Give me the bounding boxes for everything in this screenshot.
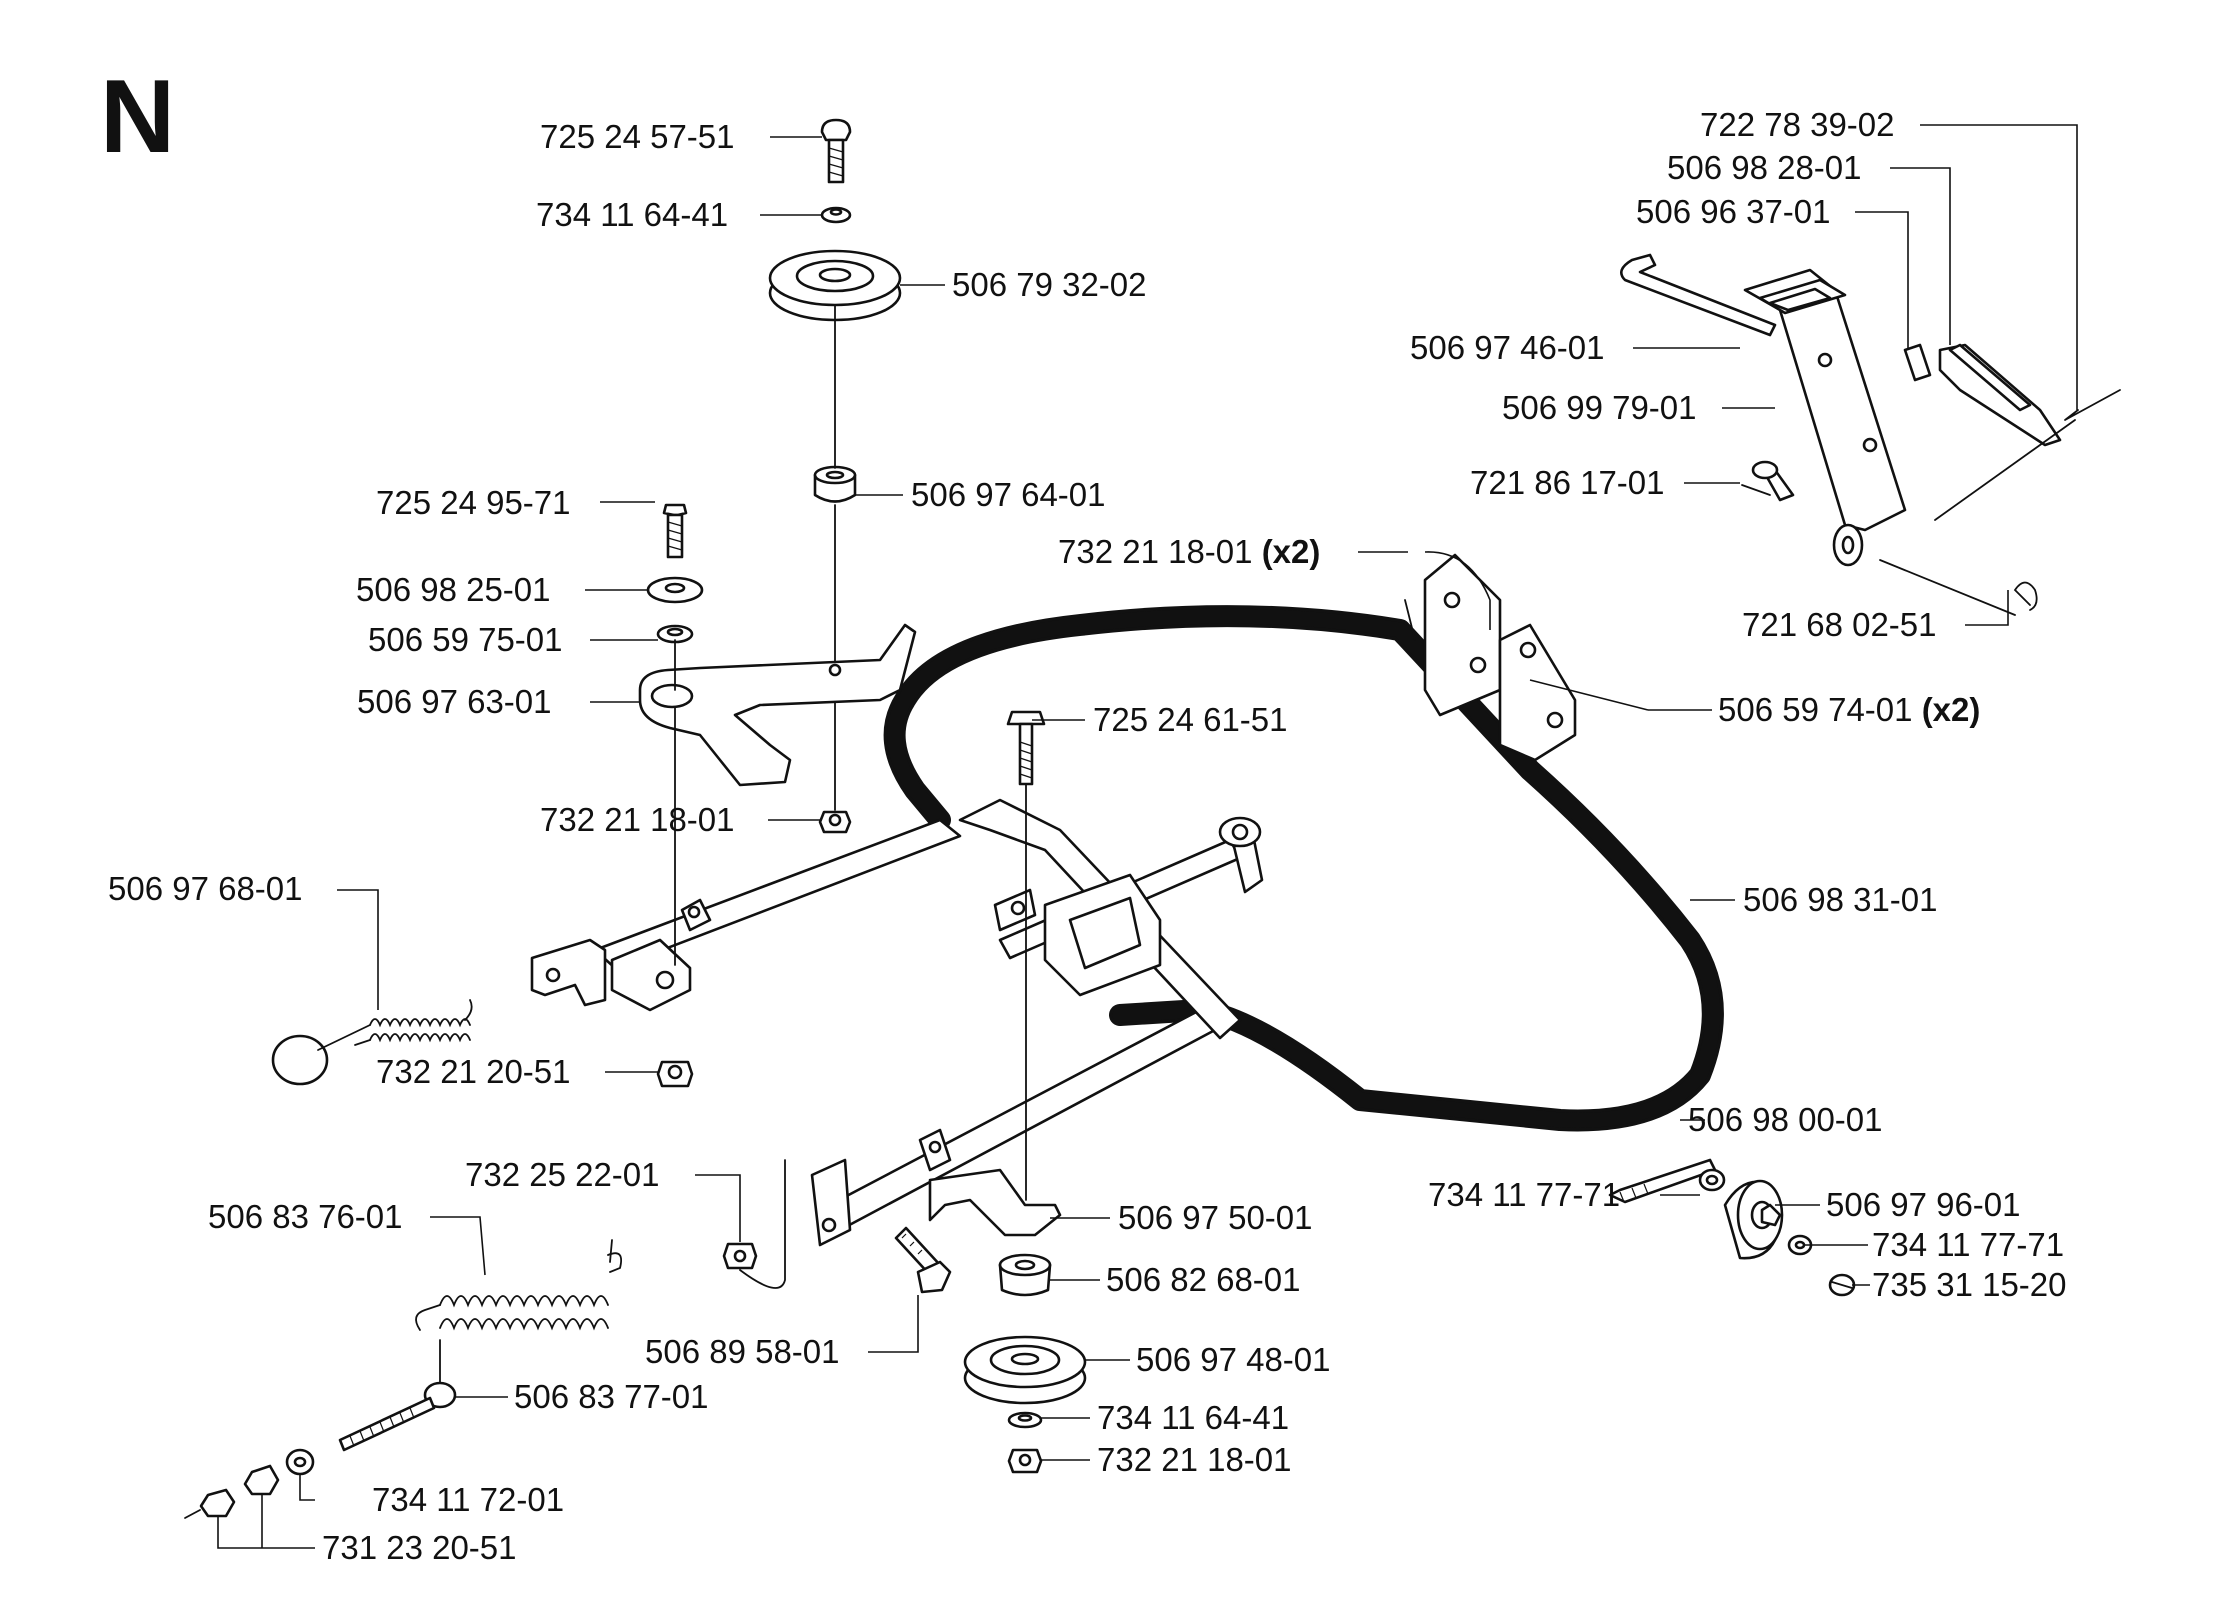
lower-left-bracket [810,1128,952,1247]
label-725-24-61-51: 725 24 61-51 [1093,701,1288,738]
leader-lines [217,124,2078,1549]
label-506-98-00-01: 506 98 00-01 [1688,1101,1883,1138]
label-732-21-18-01-bottom: 732 21 18-01 [1097,1441,1292,1478]
part-labels: 725 24 57-51 734 11 64-41 506 79 32-02 5… [108,106,2067,1566]
label-506-98-28-01: 506 98 28-01 [1667,149,1862,186]
tension-spring-assembly [184,1239,623,1519]
label-734-11-64-41-top: 734 11 64-41 [536,196,728,233]
label-506-97-46-01: 506 97 46-01 [1410,329,1605,366]
main-frame-tube [883,605,1724,1132]
label-506-59-74-01: 506 59 74-01 (x2) [1718,691,1980,728]
idler-arm-assembly [638,503,917,966]
label-734-11-77-71-b: 734 11 77-71 [1872,1226,2064,1263]
nut-732-21-18-01-idler [818,810,852,834]
label-732-21-18-01-hinge: 732 21 18-01 (x2) [1058,533,1320,570]
qty-x2-hinge-bolt: (x2) [1922,691,1981,728]
cross-members [593,798,1264,1232]
label-734-11-72-01: 734 11 72-01 [372,1481,564,1518]
label-731-23-20-51: 731 23 20-51 [322,1529,517,1566]
top-pulley-stack [768,118,902,811]
label-725-24-57-51: 725 24 57-51 [540,118,735,155]
label-725-24-95-71: 725 24 95-71 [376,484,571,521]
label-721-86-17-01: 721 86 17-01 [1470,464,1665,501]
label-732-21-18-01-idler: 732 21 18-01 [540,801,735,838]
label-735-31-15-20: 735 31 15-20 [1872,1266,2067,1303]
label-734-11-64-41-bottom: 734 11 64-41 [1097,1399,1289,1436]
label-506-97-96-01: 506 97 96-01 [1826,1186,2021,1223]
label-506-83-77-01: 506 83 77-01 [514,1378,709,1415]
label-732-21-20-51: 732 21 20-51 [376,1053,571,1090]
label-506-99-79-01: 506 99 79-01 [1502,389,1697,426]
spring-left [271,999,473,1086]
section-letter: N [100,59,175,175]
label-506-97-64-01: 506 97 64-01 [911,476,1106,513]
qty-x2-hinge-nut: (x2) [1262,533,1321,570]
label-506-96-37-01: 506 96 37-01 [1636,193,1831,230]
nut-732-25-22-01 [722,1159,786,1289]
wheel-assembly [1608,1158,1856,1297]
label-734-11-77-71-a: 734 11 77-71 [1428,1176,1620,1213]
handle-bracket-assembly [1620,253,2121,616]
label-506-82-68-01: 506 82 68-01 [1106,1261,1301,1298]
bolt-506-89-58-01 [894,1226,952,1294]
label-732-25-22-01: 732 25 22-01 [465,1156,660,1193]
left-mount-bracket [530,898,712,1012]
label-506-89-58-01: 506 89 58-01 [645,1333,840,1370]
label-506-97-48-01: 506 97 48-01 [1136,1341,1331,1378]
label-722-78-39-02: 722 78 39-02 [1700,106,1895,143]
label-506-97-63-01: 506 97 63-01 [357,683,552,720]
center-bolt-stack [928,710,1087,1474]
label-506-97-68-01: 506 97 68-01 [108,870,303,907]
label-506-98-25-01: 506 98 25-01 [356,571,551,608]
label-506-79-32-02: 506 79 32-02 [952,266,1147,303]
label-506-83-76-01: 506 83 76-01 [208,1198,403,1235]
label-721-68-02-51: 721 68 02-51 [1742,606,1937,643]
label-506-59-75-01: 506 59 75-01 [368,621,563,658]
label-506-98-31-01: 506 98 31-01 [1743,881,1938,918]
nut-732-21-20-51 [656,1060,694,1088]
rear-hinge-bracket [1404,553,1577,762]
label-506-97-50-01: 506 97 50-01 [1118,1199,1313,1236]
